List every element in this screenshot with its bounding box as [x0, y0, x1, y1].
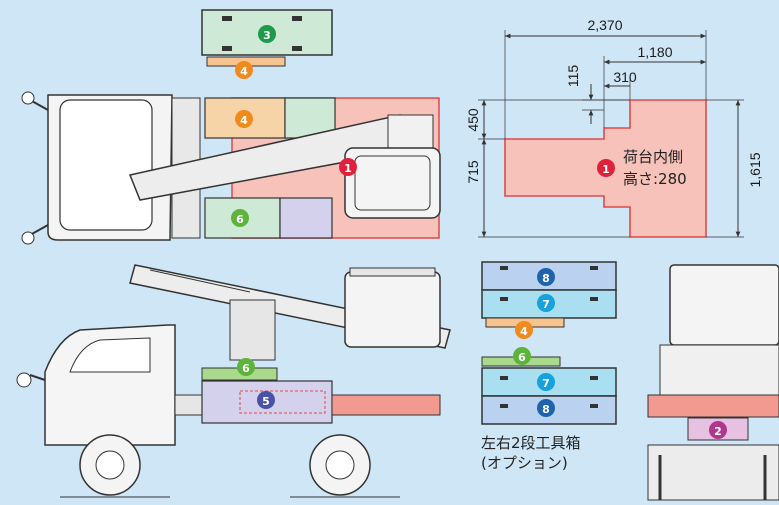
svg-text:3: 3 — [263, 29, 271, 42]
toolbox-caption-line1: 左右2段工具箱 — [481, 434, 581, 452]
bed-interior-label: 荷台内側 — [623, 148, 683, 166]
bed-height-label: 高さ:280 — [623, 170, 687, 188]
badge-1-plan: 1 — [339, 158, 357, 176]
badge-6-plan: 6 — [231, 209, 249, 227]
badge-7-lower: 7 — [537, 373, 555, 391]
svg-text:7: 7 — [542, 377, 550, 390]
badge-6-side: 6 — [237, 358, 255, 376]
svg-text:7: 7 — [542, 298, 550, 311]
svg-text:1: 1 — [602, 163, 610, 176]
dim-step-b: 310 — [613, 69, 637, 85]
dim-overall-width: 1,615 — [747, 152, 763, 187]
badge-4-plan: 4 — [235, 110, 253, 128]
rear-bed — [647, 394, 779, 418]
svg-text:6: 6 — [518, 351, 526, 364]
badge-3: 3 — [258, 25, 276, 43]
badge-4-toolbox: 4 — [515, 321, 533, 339]
badge-8-lower: 8 — [537, 399, 555, 417]
truck-rear-view — [647, 264, 779, 501]
toolbox-caption-line2: (オプション) — [481, 454, 568, 472]
badge-8-upper: 8 — [537, 268, 555, 286]
svg-text:4: 4 — [520, 325, 528, 338]
svg-text:6: 6 — [236, 213, 244, 226]
badge-1-dim: 1 — [597, 159, 615, 177]
svg-text:2: 2 — [714, 425, 722, 438]
dim-overall-length: 2,370 — [587, 17, 622, 33]
badge-5-side: 5 — [257, 391, 275, 409]
svg-text:1: 1 — [344, 162, 352, 175]
svg-text:5: 5 — [262, 395, 270, 408]
dim-step-a: 115 — [565, 65, 581, 88]
badge-4-top: 4 — [235, 61, 253, 79]
svg-text:6: 6 — [242, 362, 250, 375]
svg-text:8: 8 — [542, 403, 550, 416]
badge-2-rear: 2 — [709, 421, 727, 439]
svg-text:8: 8 — [542, 272, 550, 285]
bed-dimension-diagram: 2,370 1,180 310 115 450 715 1,615 荷台内側 高… — [465, 17, 763, 238]
dim-upper-height: 450 — [465, 108, 481, 132]
badge-group: 3 4 4 1 6 1 8 7 4 6 7 8 6 5 2 — [231, 25, 727, 439]
badge-6-toolbox: 6 — [513, 347, 531, 365]
svg-text:4: 4 — [240, 114, 248, 127]
truck-side-view — [16, 264, 451, 498]
truck-top-view — [21, 9, 441, 245]
toolbox-caption: 左右2段工具箱 (オプション) — [481, 433, 581, 473]
dim-lower-height: 715 — [465, 160, 481, 184]
dim-rear-length: 1,180 — [637, 44, 672, 60]
svg-text:4: 4 — [240, 65, 248, 78]
badge-7-upper: 7 — [537, 294, 555, 312]
